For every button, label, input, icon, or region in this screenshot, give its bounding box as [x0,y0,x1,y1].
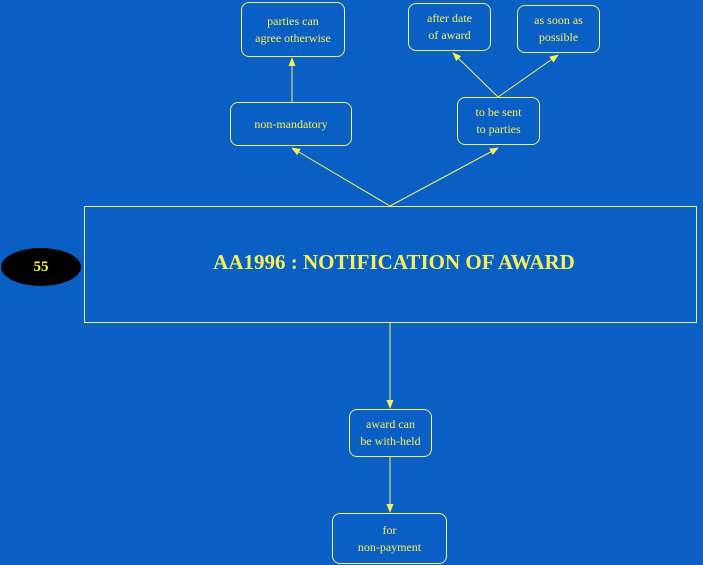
node-non-mandatory: non-mandatory [230,102,352,146]
node-as-soon-as: as soon as possible [517,5,600,53]
arrow-to-to-be-sent [389,147,499,207]
arrow-to-non-mandatory [291,147,391,207]
badge-number: 55 [33,258,49,275]
arrow-to-after-date [452,52,499,98]
node-for-non-payment: for non-payment [332,513,447,564]
diagram-number-badge: 55 [1,248,81,286]
node-to-be-sent: to be sent to parties [457,97,540,145]
node-parties-can-agree: parties can agree otherwise [241,2,345,57]
node-after-date: after date of award [408,3,491,51]
main-topic-box [84,206,697,323]
arrow-to-as-soon-as [497,54,559,98]
node-award-withheld: award can be with-held [349,409,432,457]
main-topic-title: AA1996 : NOTIFICATION OF AWARD [213,250,575,274]
